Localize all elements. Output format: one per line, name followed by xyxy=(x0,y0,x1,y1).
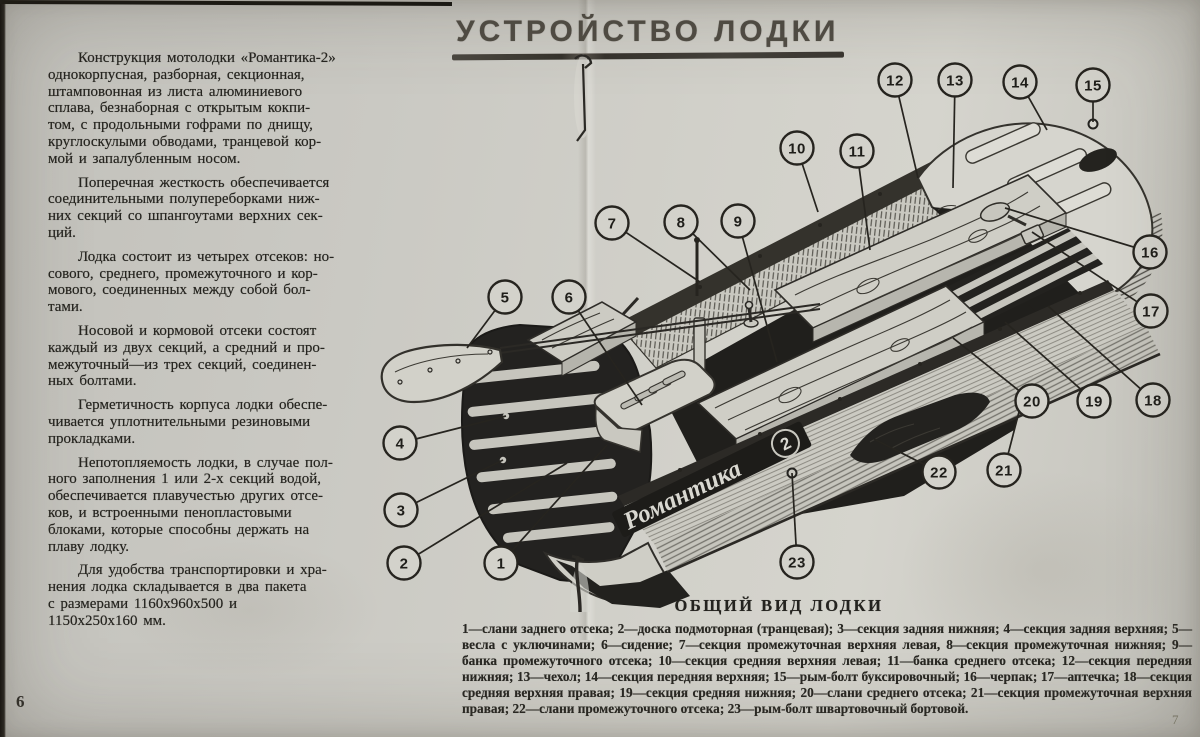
oars xyxy=(380,300,821,404)
callout-1: 1 xyxy=(483,545,519,581)
seat xyxy=(593,358,716,454)
svg-text:1: 1 xyxy=(497,556,506,573)
article-paragraph: Поперечная жесткость обеспечивается соед… xyxy=(48,174,330,241)
callout-19: 19 xyxy=(1076,383,1112,419)
page-number: 6 xyxy=(16,692,25,711)
callout-8: 8 xyxy=(663,204,699,240)
article-paragraph: Носовой и кормовой отсеки состоят каждый… xyxy=(48,322,325,390)
bow-fitting xyxy=(1079,148,1117,172)
callout-leader-19 xyxy=(1004,321,1095,402)
callout-16: 16 xyxy=(1132,234,1168,270)
callout-9: 9 xyxy=(720,203,756,239)
callout-leader-16 xyxy=(1004,207,1151,253)
svg-text:2: 2 xyxy=(400,556,409,573)
hull-near-side: Романтика 2 xyxy=(612,280,1161,574)
callout-leader-1 xyxy=(500,444,608,564)
article-paragraph: Герметичность корпуса лодки обеспе- чива… xyxy=(48,397,328,447)
oar-blade xyxy=(380,343,504,404)
corner-page-mark: 7 xyxy=(1172,712,1179,727)
callout-5: 5 xyxy=(487,279,523,315)
bailer-scoop xyxy=(979,202,1027,227)
callout-leader-2 xyxy=(403,462,568,564)
callout-23: 23 xyxy=(779,544,815,580)
article-paragraph: Лодка состоит из четырех отсеков: но- со… xyxy=(48,248,335,316)
oarlock xyxy=(743,300,759,328)
svg-text:7: 7 xyxy=(608,216,617,233)
binding-staple-top xyxy=(574,54,593,142)
callout-leader-4 xyxy=(399,415,507,444)
scan-edge-left xyxy=(0,0,6,737)
svg-text:18: 18 xyxy=(1144,393,1162,410)
transom-corrugations xyxy=(467,360,618,543)
svg-text:5: 5 xyxy=(501,290,510,307)
article-paragraph: Для удобства транспортировки и хра- нени… xyxy=(48,562,327,629)
first-aid-kit xyxy=(1020,224,1045,245)
boat-illustration: Романтика 2 xyxy=(380,54,1171,612)
callout-15: 15 xyxy=(1075,67,1111,103)
svg-text:15: 15 xyxy=(1084,78,1102,95)
callout-22: 22 xyxy=(921,454,957,490)
svg-text:17: 17 xyxy=(1142,304,1160,321)
callout-17: 17 xyxy=(1133,293,1169,329)
callout-leader-18 xyxy=(1047,305,1154,401)
svg-text:14: 14 xyxy=(1011,75,1029,92)
figure-legend: 1—слани заднего отсека; 2—доска подмотор… xyxy=(462,621,1192,716)
callout-2: 2 xyxy=(386,545,422,581)
article-text: Конструкция мотолодки «Романтика-2» одно… xyxy=(48,50,442,637)
callout-3: 3 xyxy=(383,492,419,528)
svg-text:20: 20 xyxy=(1023,394,1041,411)
page-title: УСТРОЙСТВО ЛОДКИ xyxy=(456,15,840,48)
svg-text:12: 12 xyxy=(886,73,904,90)
figure-caption: ОБЩИЙ ВИД ЛОДКИ xyxy=(674,596,884,615)
callout-4: 4 xyxy=(382,425,418,461)
callout-20: 20 xyxy=(1014,383,1050,419)
article-paragraph: Непотопляемость лодки, в случае пол- ног… xyxy=(48,454,333,555)
svg-text:16: 16 xyxy=(1141,245,1159,262)
svg-text:3: 3 xyxy=(397,503,406,520)
callout-leader-9 xyxy=(737,220,778,363)
svg-text:10: 10 xyxy=(788,141,806,158)
callout-leader-6 xyxy=(568,296,643,406)
callout-14: 14 xyxy=(1002,64,1038,100)
callout-6: 6 xyxy=(551,279,587,315)
callout-13: 13 xyxy=(937,62,973,98)
svg-text:19: 19 xyxy=(1085,394,1103,411)
svg-text:6: 6 xyxy=(565,290,574,307)
svg-text:13: 13 xyxy=(946,73,964,90)
svg-text:22: 22 xyxy=(930,465,948,482)
svg-text:8: 8 xyxy=(677,215,686,232)
svg-text:4: 4 xyxy=(396,436,405,453)
callout-21: 21 xyxy=(986,452,1022,488)
callout-leader-13 xyxy=(952,79,956,189)
callout-10: 10 xyxy=(779,130,815,166)
callout-12: 12 xyxy=(877,62,913,98)
callout-leader-3 xyxy=(400,459,504,511)
binding-staple-bottom xyxy=(570,554,590,612)
scan-edge-top xyxy=(0,0,453,6)
svg-text:21: 21 xyxy=(995,463,1013,480)
callout-leader-17 xyxy=(1031,231,1152,312)
svg-text:11: 11 xyxy=(849,144,866,161)
svg-text:9: 9 xyxy=(734,214,743,231)
article-paragraph: Конструкция мотолодки «Романтика-2» одно… xyxy=(48,50,336,167)
motor-board xyxy=(526,301,638,377)
callout-18: 18 xyxy=(1135,382,1171,418)
callout-11: 11 xyxy=(839,133,875,169)
svg-text:23: 23 xyxy=(788,555,806,572)
callout-7: 7 xyxy=(594,205,630,241)
